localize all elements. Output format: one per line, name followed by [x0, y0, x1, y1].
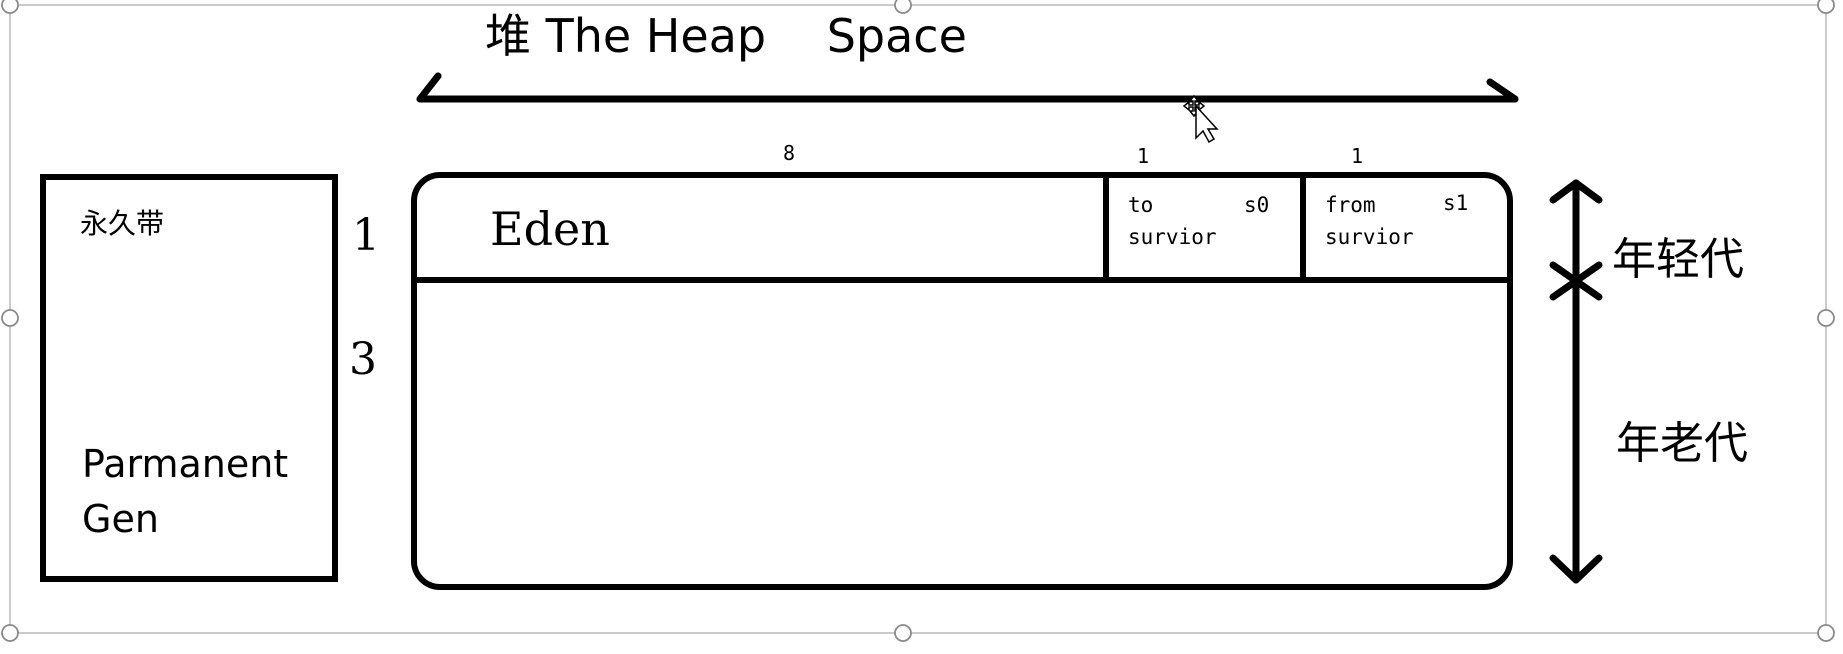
survivor-to-sub-label: survior [1128, 225, 1217, 249]
permanent-gen-cn-label: 永久带 [80, 207, 164, 240]
old-gen-label: 年老代 [1616, 418, 1748, 469]
old-ratio-label: 3 [349, 334, 377, 385]
survivor-s1-label: s1 [1443, 191, 1468, 215]
s0-ratio-label: 1 [1137, 144, 1149, 168]
heap-title: 堆 The Heap Space [485, 9, 967, 63]
heap-span-arrow [416, 72, 1519, 103]
survivor-from-sub-label: survior [1325, 225, 1414, 249]
heap-box [411, 172, 1513, 590]
permanent-gen-en-label-line2: Gen [82, 497, 159, 541]
permanent-gen-en-label-line1: Parmanent [82, 442, 288, 486]
old-gen-arrow [1549, 278, 1603, 584]
mouse-cursor-icon [1182, 94, 1219, 144]
resize-handle-top-left[interactable] [1, 0, 19, 14]
resize-handle-bottom-center[interactable] [894, 624, 912, 642]
survivor-from-label: from [1325, 193, 1376, 217]
resize-handle-top-center[interactable] [894, 0, 912, 14]
resize-handle-middle-right[interactable] [1817, 309, 1835, 327]
s1-ratio-label: 1 [1351, 144, 1363, 168]
young-gen-label: 年轻代 [1612, 234, 1744, 285]
eden-label: Eden [490, 202, 610, 256]
resize-handle-middle-left[interactable] [1, 309, 19, 327]
eden-ratio-label: 8 [783, 141, 795, 165]
survivor-to-label: to [1128, 193, 1153, 217]
young-ratio-label: 1 [352, 210, 380, 261]
resize-handle-top-right[interactable] [1817, 0, 1835, 14]
permanent-gen-box [40, 174, 338, 582]
survivor-s0-label: s0 [1244, 193, 1269, 217]
resize-handle-bottom-right[interactable] [1817, 624, 1835, 642]
resize-handle-bottom-left[interactable] [1, 624, 19, 642]
